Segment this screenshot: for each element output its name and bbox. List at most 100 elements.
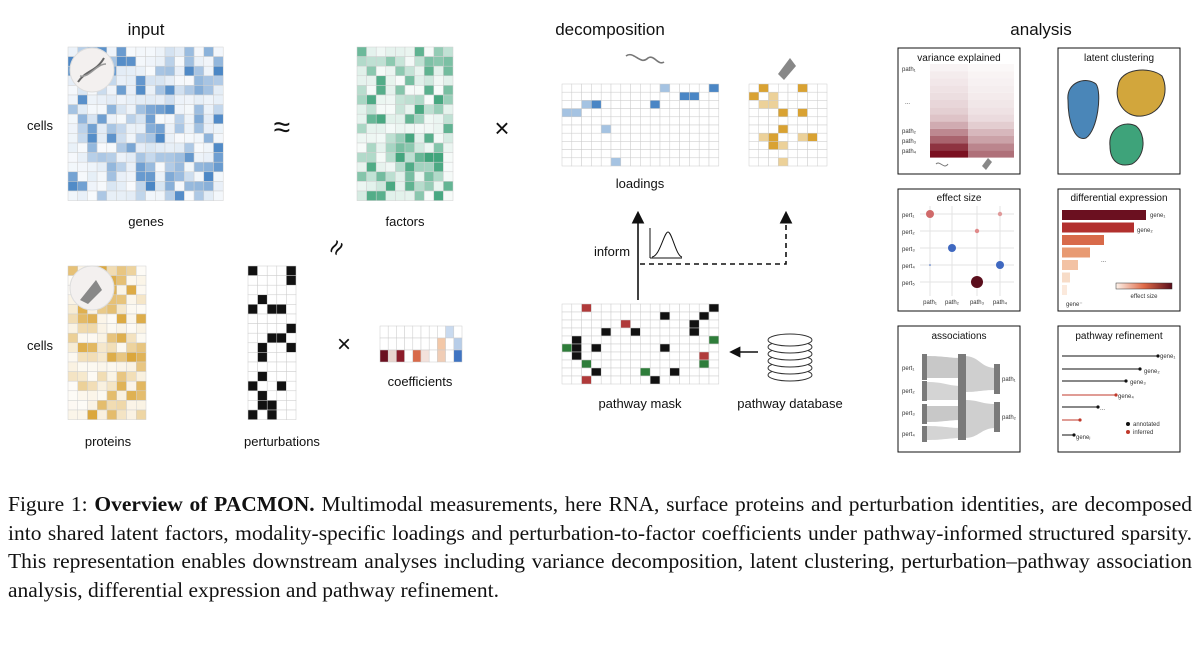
matrix-cell xyxy=(433,104,444,115)
cluster-blue xyxy=(1067,80,1100,139)
matrix-cell xyxy=(193,123,205,134)
matrix-cell xyxy=(257,313,268,324)
matrix-cell xyxy=(136,400,147,411)
matrix-cell xyxy=(87,371,98,382)
matrix-cell xyxy=(184,56,195,67)
matrix-cell xyxy=(443,65,454,77)
matrix-cell xyxy=(77,104,88,115)
matrix-cell xyxy=(67,152,78,163)
matrix-cell xyxy=(778,124,789,134)
matrix-cell xyxy=(659,335,671,345)
dna-icon-small xyxy=(625,53,665,64)
database-icon xyxy=(767,333,813,382)
matrix-cell xyxy=(97,342,108,353)
matrix-cell xyxy=(174,152,185,163)
matrix-cell xyxy=(375,190,387,201)
matrix-cell xyxy=(184,65,195,77)
matrix-cell xyxy=(600,375,612,385)
variance-cell xyxy=(968,71,1014,79)
matrix-cell xyxy=(689,91,700,101)
matrix-cell xyxy=(67,332,78,344)
matrix-cell xyxy=(620,335,631,345)
matrix-cell xyxy=(87,352,98,363)
matrix-cell xyxy=(286,313,297,324)
matrix-cell xyxy=(266,400,278,411)
panel-effect-size: effect size pert₁ pert₂ pert₃ pert₄ pert… xyxy=(897,188,1021,312)
matrix-cell xyxy=(116,380,127,392)
pr-gene-label: geneⱼ xyxy=(1076,435,1090,441)
matrix-cell xyxy=(708,327,720,337)
matrix-cell xyxy=(395,190,406,201)
matrix-cell xyxy=(581,375,592,385)
pathway-database-label: pathway database xyxy=(737,396,843,411)
matrix-cell xyxy=(247,332,258,344)
matrix-cell xyxy=(807,132,818,142)
matrix-cell xyxy=(649,157,661,167)
matrix-cell xyxy=(748,157,759,167)
matrix-cell xyxy=(414,46,425,57)
matrix-cell xyxy=(423,94,435,105)
matrix-cell xyxy=(571,149,582,159)
matrix-cell xyxy=(126,390,137,401)
matrix-cell xyxy=(630,157,641,167)
matrix-cell xyxy=(404,123,415,134)
variance-cell xyxy=(930,92,968,100)
matrix-cell xyxy=(797,91,808,101)
matrix-cell xyxy=(266,265,278,276)
matrix-cell xyxy=(96,113,108,125)
matrix-cell xyxy=(797,124,808,134)
de-bar xyxy=(1062,272,1070,283)
matrix-cell xyxy=(106,332,117,344)
matrix-cell xyxy=(768,108,779,118)
matrix-cell xyxy=(581,157,592,167)
matrix-cell xyxy=(581,141,592,150)
matrix-cell xyxy=(116,133,127,144)
matrix-cell xyxy=(778,91,789,101)
matrix-cell xyxy=(366,142,377,153)
matrix-cell xyxy=(748,83,759,93)
factors-label: factors xyxy=(385,214,425,229)
matrix-cell xyxy=(581,351,592,361)
matrix-cell xyxy=(581,367,592,377)
matrix-cell xyxy=(97,409,108,420)
matrix-cell xyxy=(708,149,720,159)
pathway-refinement-title: pathway refinement xyxy=(1075,331,1162,342)
matrix-cell xyxy=(561,91,573,101)
matrix-cell xyxy=(630,327,641,337)
matrix-cell xyxy=(213,171,224,182)
matrix-cell xyxy=(276,304,287,315)
matrix-cell xyxy=(659,108,671,118)
matrix-cell xyxy=(155,113,166,125)
matrix-cell xyxy=(561,149,573,159)
matrix-cell xyxy=(87,181,98,192)
protein-icon-small xyxy=(778,58,796,80)
matrix-cell xyxy=(155,171,166,182)
matrix-cell xyxy=(87,390,98,401)
matrix-cell xyxy=(164,123,175,134)
matrix-cell xyxy=(689,132,700,142)
matrix-cell xyxy=(748,124,759,134)
matrix-cell xyxy=(414,65,425,77)
matrix-cell xyxy=(443,94,454,105)
matrix-cell xyxy=(591,132,602,142)
matrix-cell xyxy=(817,108,828,118)
variance-cell xyxy=(930,78,968,86)
matrix-cell xyxy=(247,409,258,420)
matrix-cell xyxy=(87,161,98,173)
matrix-cell xyxy=(145,161,156,173)
matrix-cell xyxy=(817,91,828,101)
matrix-cell xyxy=(387,325,397,339)
matrix-cell xyxy=(67,409,78,420)
matrix-cell xyxy=(125,104,137,115)
matrix-cell xyxy=(679,108,690,118)
matrix-cell xyxy=(395,113,406,125)
matrix-cell xyxy=(266,380,278,392)
matrix-cell xyxy=(708,100,720,109)
matrix-cell xyxy=(213,190,224,201)
matrix-cell xyxy=(135,123,146,134)
matrix-cell xyxy=(213,94,224,105)
matrix-cell xyxy=(649,124,661,134)
sankey-node xyxy=(994,402,1000,432)
refinement-dot xyxy=(1078,418,1082,422)
matrix-cell xyxy=(423,104,435,115)
